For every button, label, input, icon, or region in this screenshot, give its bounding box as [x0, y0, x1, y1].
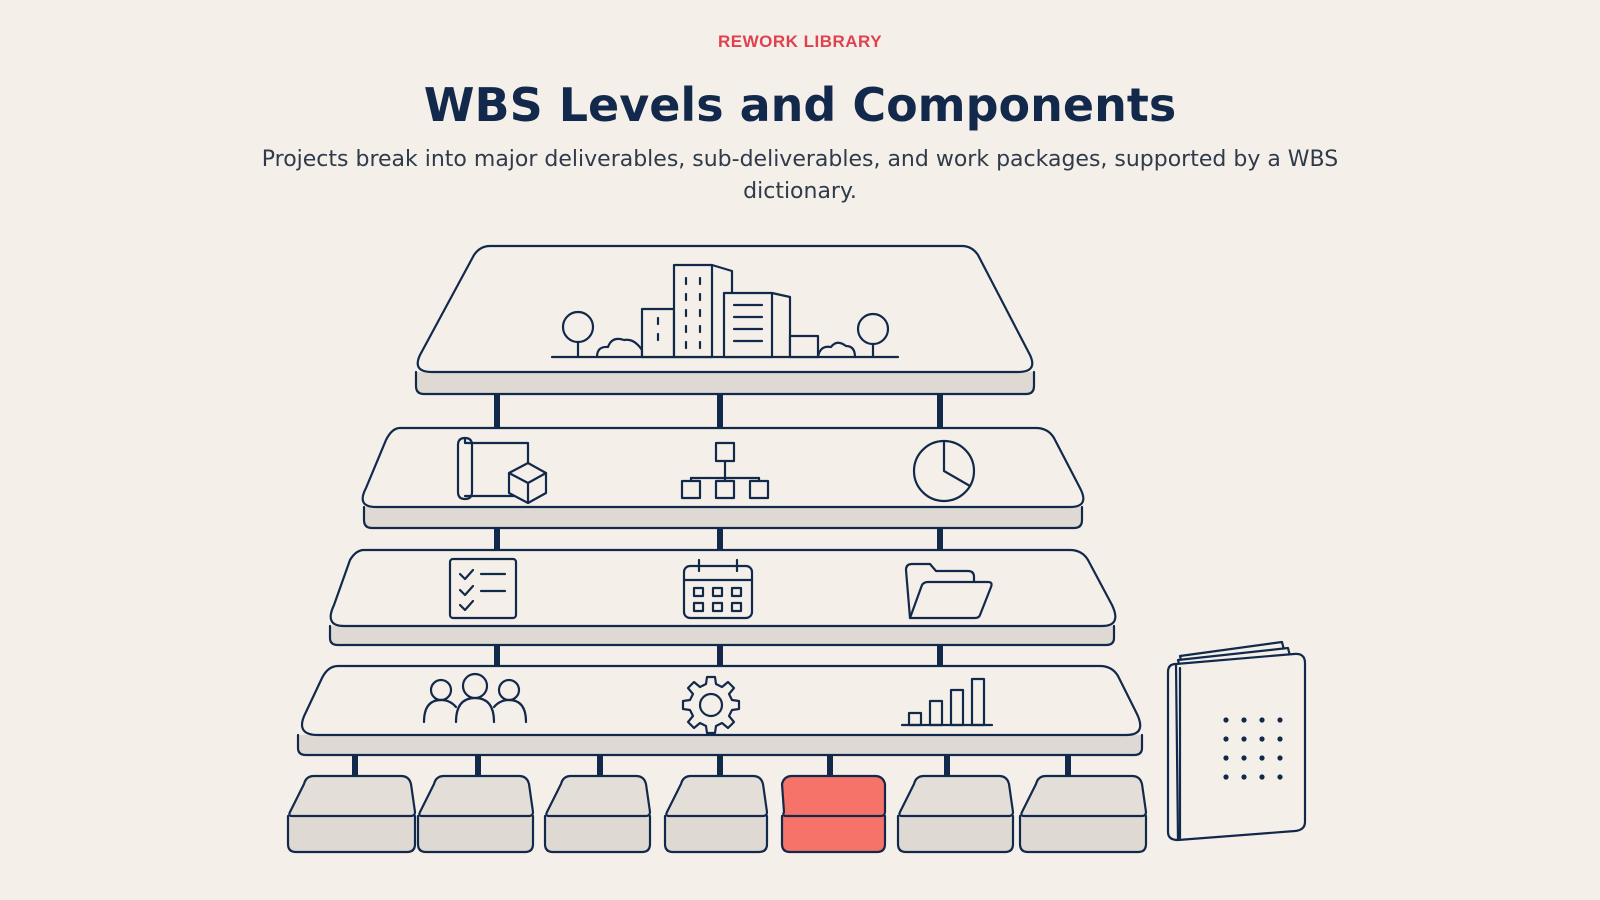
page-title: WBS Levels and Components	[423, 78, 1177, 132]
level-3-slab	[328, 548, 1117, 647]
eyebrow-label: REWORK LIBRARY	[717, 32, 883, 51]
page-subtitle: Projects break into major deliverables, …	[261, 147, 1339, 204]
connector-lines	[352, 393, 1071, 776]
team-icon	[422, 672, 528, 724]
book-icon	[1166, 640, 1307, 842]
folder-icon	[904, 562, 993, 620]
city-skyline-icon	[550, 263, 900, 359]
pie-chart-icon	[912, 439, 976, 503]
work-package-box-highlighted	[780, 774, 887, 854]
work-packages	[286, 774, 1148, 854]
work-package-box	[286, 774, 417, 854]
gear-icon	[681, 675, 741, 735]
work-package-box	[416, 774, 535, 854]
work-package-box	[1018, 774, 1148, 854]
calendar-icon	[682, 558, 754, 620]
work-package-box	[543, 774, 652, 854]
work-package-box	[896, 774, 1015, 854]
org-chart-icon	[680, 441, 770, 500]
blueprint-cube-icon	[456, 436, 548, 505]
bar-chart-icon	[900, 677, 994, 727]
checklist-icon	[448, 557, 518, 620]
work-package-box	[663, 774, 769, 854]
